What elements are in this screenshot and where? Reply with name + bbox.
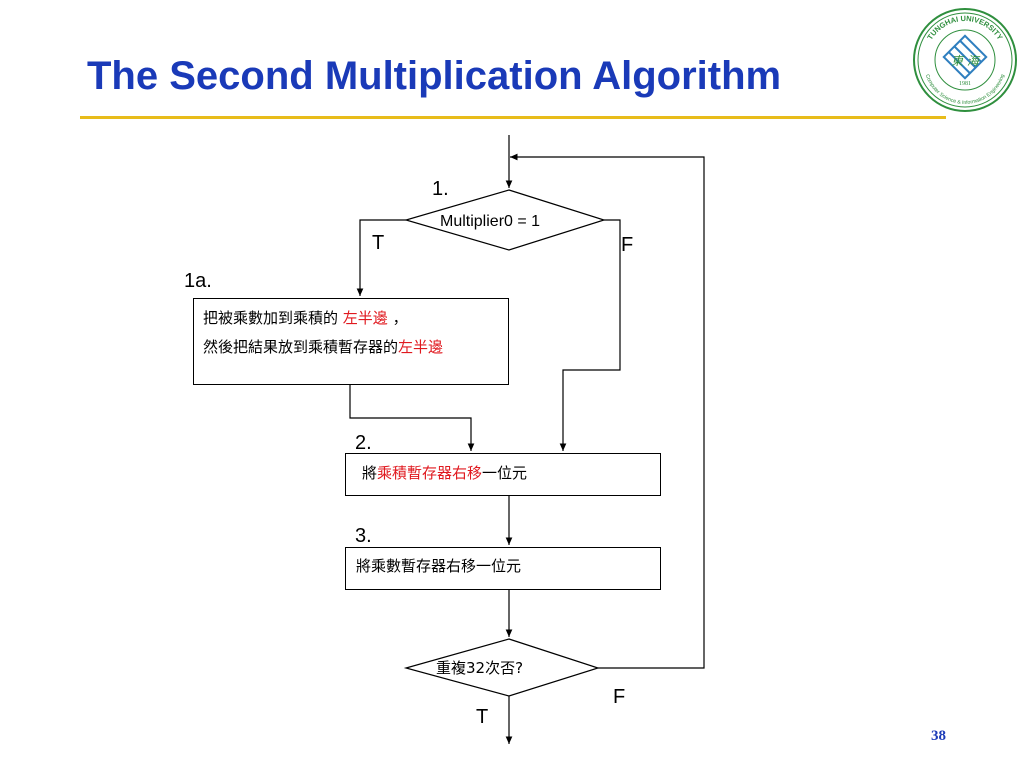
- logo-center-text: 東 海: [951, 54, 981, 68]
- step1a-line1: 把被乘數加到乘積的 左半邊 ，: [203, 309, 508, 328]
- step1-false-label: F: [621, 234, 634, 256]
- step3-box: 將乘數暫存器右移一位元: [345, 547, 661, 590]
- step1a-line2-text: 然後把結果放到乘積暫存器的: [203, 338, 399, 356]
- step1a-line1-highlight: 左半邊: [342, 309, 388, 327]
- step1-condition: Multiplier0 = 1: [440, 213, 541, 230]
- step1a-line2-highlight: 左半邊: [398, 338, 444, 356]
- step1a-box: 把被乘數加到乘積的 左半邊 ， 然後把結果放到乘積暫存器的左半邊: [193, 298, 509, 385]
- step2-highlight: 乘積暫存器右移: [377, 464, 483, 482]
- university-logo: TUNGHAI UNIVERSITY Computer Science & In…: [913, 8, 1017, 112]
- step1a-to-step2-arrow: [349, 384, 475, 451]
- step1a-number: 1a.: [184, 270, 212, 292]
- step1-true-label: T: [372, 232, 385, 254]
- loop-back-arrow: [509, 153, 705, 669]
- logo-year: 1981: [959, 81, 971, 87]
- step3-number: 3.: [355, 525, 372, 547]
- step1a-line2: 然後把結果放到乘積暫存器的左半邊: [203, 338, 508, 357]
- repeat-question: 重複32次否?: [436, 659, 524, 677]
- step1a-line1-text: 把被乘數加到乘積的: [203, 309, 343, 327]
- step2-number: 2.: [355, 432, 372, 454]
- step1-number: 1.: [432, 178, 449, 200]
- repeat-false-label: F: [613, 686, 626, 708]
- true-branch-arrow: [356, 219, 406, 296]
- repeat-true-label: T: [476, 706, 489, 728]
- step2-prefix: 將: [362, 464, 378, 482]
- step3-text: 將乘數暫存器右移一位元: [356, 557, 522, 575]
- step2-suffix: 一位元: [482, 464, 528, 482]
- step1a-line1-tail: ，: [387, 309, 408, 327]
- step2-box: 將乘積暫存器右移一位元: [345, 453, 661, 496]
- false-branch-arrow: [559, 219, 621, 451]
- condition-diamond: [403, 189, 606, 251]
- slide-title: The Second Multiplication Algorithm: [87, 54, 782, 98]
- page-number: 38: [931, 728, 946, 744]
- title-underline: [80, 116, 946, 119]
